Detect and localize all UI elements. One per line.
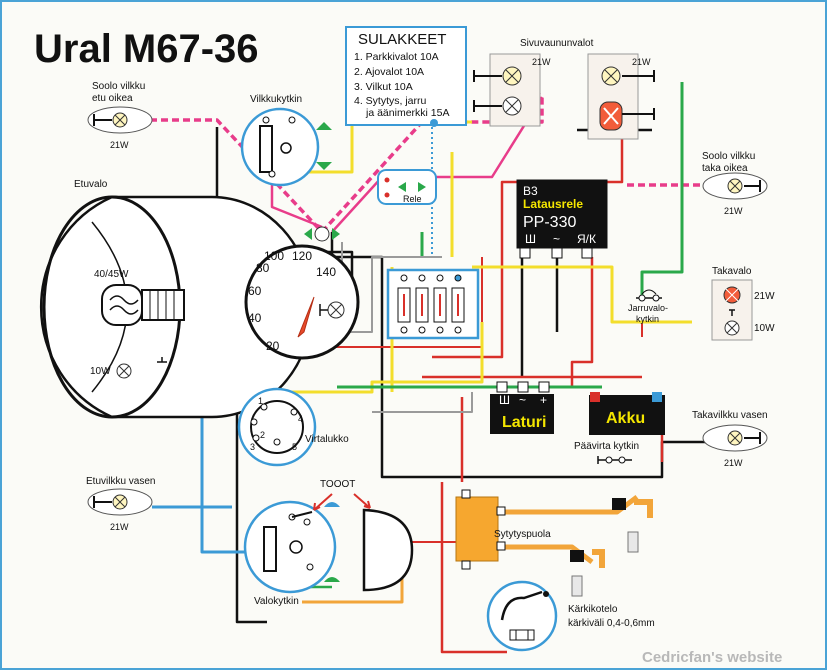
generator-label: Laturi [502,414,546,431]
speedo-tick: 60 [248,284,262,298]
tail-light-watt: 21W [754,291,775,302]
ignition-position: 5 [292,442,297,452]
turn-switch-label: Vilkkukytkin [250,94,302,105]
speedo-tick: 40 [248,311,262,325]
charge-relay-terminal: Я/К [577,232,596,246]
wire-pink [331,96,544,233]
wire-red [432,112,624,359]
fuse-item: 2. Ajovalot 10A [354,66,424,78]
speedo-tick: 100 [264,249,284,263]
fuse-item: 3. Vilkut 10A [354,81,413,93]
headlight-small-watt: 10W [90,366,111,377]
fuse-block [386,268,480,340]
ignition-position: 1 [258,396,263,406]
front-left-watt: 21W [110,522,129,532]
wire-pink [270,182,323,229]
main-switch-label: Päävirta kytkin [574,441,639,452]
rear-right-label: Soolo vilkku [702,151,755,162]
generator-terminal: ~ [519,393,526,407]
wire-red [632,321,643,337]
rear-left-label: Takavilkku vasen [692,410,768,421]
headlight-label: Etuvalo [74,179,108,190]
turn-indicator-lamp [304,226,340,242]
wire-red [440,482,507,654]
turn-signal-switch: Vilkkukytkin [240,94,332,187]
fuse-legend-heading: SULAKKEET [358,31,446,48]
battery-label: Akku [606,410,645,427]
points-label: kärkiväli 0,4-0,6mm [568,618,655,629]
speedo-tick: 120 [292,249,312,263]
brake-switch-label: Jarruvalo- [628,303,668,313]
rear-right-label: taka oikea [702,163,748,174]
headlight: Etuvalo 40/45W 10W [39,179,314,419]
tail-light: Takavalo 21W 10W [711,266,775,341]
wire-gray [372,392,473,413]
tail-light-label: Takavalo [712,266,752,277]
speedo-tick: 80 [256,261,270,275]
points-housing: Kärkikotelo kärkiväli 0,4-0,6mm [486,580,655,652]
generator-terminal: Ш [499,393,510,407]
sidecar-lights-label: Sivuvaununvalot [520,38,594,49]
flasher-relay: Rele [377,169,437,205]
ignition-position: 4 [298,414,303,424]
charge-relay-terminal: Ш [525,232,536,246]
fuse-item: 1. Parkkivalot 10A [354,51,439,63]
front-left-indicator: Etuvilkku vasen 21W [86,476,155,532]
wire-red [570,257,594,389]
fuse-item: 4. Sytytys, jarru [354,95,427,107]
rear-right-watt: 21W [724,206,743,216]
charge-relay-top: B3 [523,184,538,198]
speedo-tick: 20 [266,339,280,353]
fuse-legend: SULAKKEET 1. Parkkivalot 10A 2. Ajovalot… [345,26,467,127]
charge-relay-terminal: ~ [553,232,560,246]
watermark: Cedricfan's website [642,649,782,666]
front-left-label: Etuvilkku vasen [86,476,155,487]
horn-label: TOOOT [320,479,355,490]
ignition-lock: 1 2 3 4 5 Virtalukko [237,387,349,467]
main-power-switch: Päävirta kytkin [574,441,639,464]
tail-light-watt: 10W [754,323,775,334]
rear-right-indicator: Soolo vilkku taka oikea 21W [702,151,768,216]
sidecar-lights: Sivuvaununvalot 21W 21W [473,38,655,140]
light-switch: Valokytkin [243,500,340,607]
wire-yellow [472,265,692,324]
ignition-position: 2 [260,430,265,440]
ignition-lock-label: Virtalukko [305,434,349,445]
front-right-watt: 21W [110,140,129,150]
ignition-position: 3 [250,442,255,452]
wire-green [640,82,684,297]
diagram-title: Ural M67-36 [34,27,259,71]
generator: Laturi Ш ~ + [490,381,554,434]
wire-pink-dashed [150,118,324,234]
front-right-label: Soolo vilkku [92,81,145,92]
points-label: Kärkikotelo [568,604,618,615]
brake-light-switch: Jarruvalo- kytkin [628,289,668,324]
light-switch-label: Valokytkin [254,596,299,607]
relay-label: Rele [403,194,422,204]
rear-left-watt: 21W [724,458,743,468]
charge-relay-model: PP-330 [523,214,576,231]
charge-relay-name: Latausrele [523,197,583,211]
sidecar-light-watt: 21W [532,57,551,67]
battery: Akku [589,392,665,435]
ignition-coil: Sytytyspuola [455,489,551,570]
sidecar-light-watt: 21W [632,57,651,67]
spark-plugs [570,498,653,597]
rear-left-indicator: Takavilkku vasen 21W [692,410,768,468]
front-right-label: etu oikea [92,93,133,104]
speedometer: 20 40 60 80 100 120 140 [244,244,360,360]
charge-relay: B3 Latausrele PP-330 Ш ~ Я/К [516,179,608,259]
headlight-main-watt: 40/45W [94,269,129,280]
front-right-indicator: Soolo vilkku etu oikea 21W [87,81,153,150]
horn: TOOOT [313,479,414,592]
brake-switch-label: kytkin [636,314,659,324]
wire-orange [502,495,639,515]
speedo-tick: 140 [316,265,336,279]
fuse-item: ja äänimerkki 15A [365,107,449,119]
wire-orange [502,544,594,564]
generator-terminal: + [540,393,547,407]
ignition-coil-label: Sytytyspuola [494,529,551,540]
